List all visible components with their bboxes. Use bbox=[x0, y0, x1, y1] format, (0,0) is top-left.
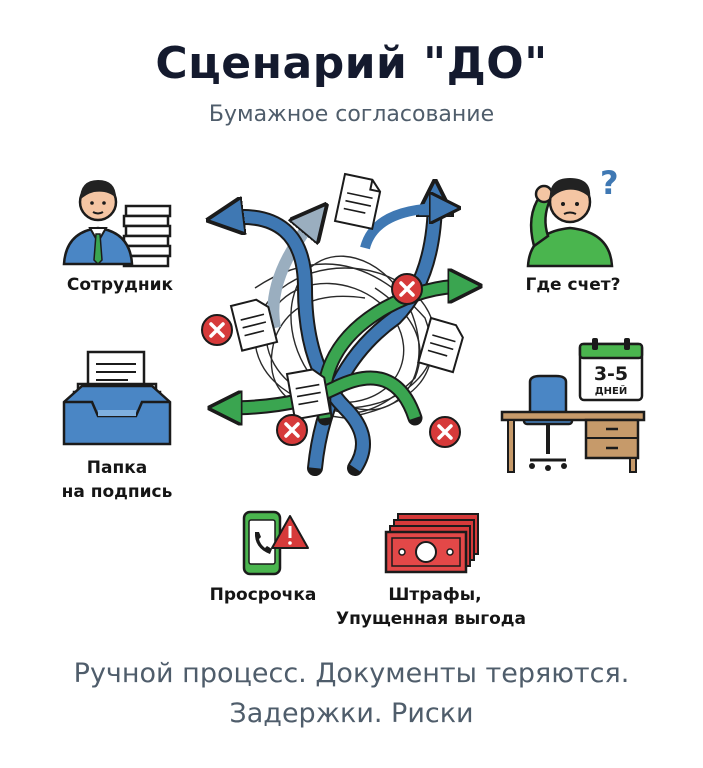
error-x-icon bbox=[429, 416, 461, 448]
calendar-icon: 3-5 ДНЕЙ bbox=[578, 338, 644, 402]
confused-person-icon: ? bbox=[526, 164, 619, 268]
money-bills-icon bbox=[384, 513, 479, 574]
desk-chair-icon bbox=[500, 374, 646, 473]
document-icon bbox=[229, 298, 279, 352]
document-icon bbox=[333, 172, 382, 231]
page-title: Сценарий "ДО" bbox=[155, 38, 548, 89]
footer-line2: Задержки. Риски bbox=[229, 698, 474, 729]
footer-line1: Ручной процесс. Документы теряются. bbox=[73, 658, 630, 689]
question-mark-icon: ? bbox=[600, 164, 619, 202]
calendar-days-range: 3-5 bbox=[594, 363, 628, 385]
calendar-days-word: ДНЕЙ bbox=[595, 384, 627, 397]
employee-label: Сотрудник bbox=[66, 275, 174, 295]
fines-label-line2: Упущенная выгода bbox=[336, 609, 526, 629]
document-icon bbox=[417, 316, 464, 374]
error-x-icon bbox=[276, 414, 308, 446]
document-icon bbox=[285, 368, 332, 421]
page-subtitle: Бумажное согласование bbox=[208, 102, 495, 127]
where-invoice-label: Где счет? bbox=[525, 275, 621, 295]
fines-label-line1: Штрафы, bbox=[388, 585, 482, 605]
error-x-icon bbox=[201, 314, 233, 346]
folder-label-line1: Папка bbox=[86, 458, 148, 478]
folder-label-line2: на подпись bbox=[61, 482, 173, 502]
inbox-tray-icon bbox=[62, 350, 172, 446]
employee-icon bbox=[62, 180, 172, 268]
phone-warning-icon bbox=[242, 510, 309, 576]
chaos-process-diagram bbox=[201, 172, 495, 476]
footer-summary: Ручной процесс. Документы теряются. Заде… bbox=[0, 654, 703, 734]
error-x-icon bbox=[391, 273, 423, 305]
overdue-label: Просрочка bbox=[209, 585, 317, 605]
